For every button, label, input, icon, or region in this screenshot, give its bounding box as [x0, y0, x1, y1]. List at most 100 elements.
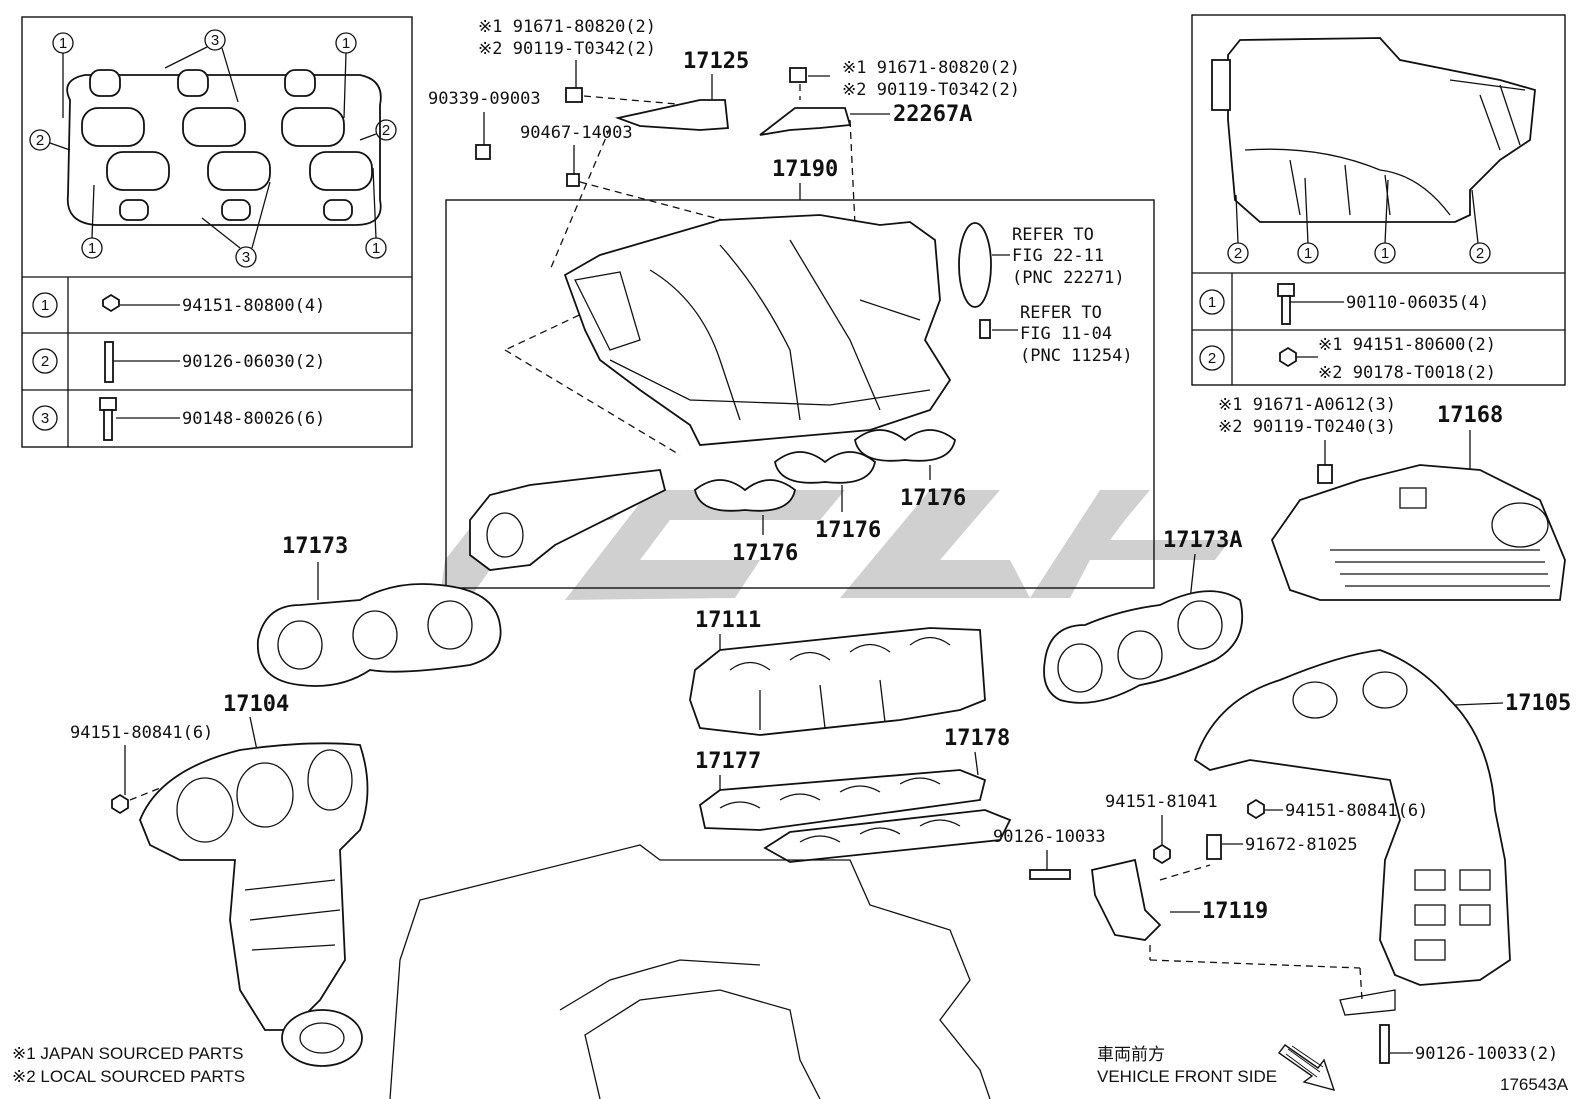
callout-label: 3 [242, 249, 250, 266]
part-number-17173: 17173 [282, 534, 348, 559]
top-hardware: ※1 91671-80820(2) ※2 90119-T0342(2) 1712… [428, 17, 1020, 223]
legend-part-number: ※2 90178-T0018(2) [1318, 363, 1496, 383]
bracket-17119 [1091, 858, 1162, 941]
stud-part-number: 90126-10033(2) [1415, 1044, 1558, 1064]
callout-label: 2 [36, 132, 44, 149]
legend-part-number: 94151-80800(4) [182, 296, 325, 316]
callout-label: 2 [382, 122, 390, 139]
nut-icon [1247, 798, 1265, 820]
refer-note: REFER TO [1012, 225, 1094, 245]
gasket-17176-left [694, 479, 796, 512]
bolt-icon [565, 87, 583, 103]
legend-part-number: 90148-80026(6) [182, 409, 325, 429]
part-number-17111: 17111 [695, 608, 761, 633]
right-inset: 2 1 1 2 1 90110-06035(4) 2 ※1 94151-8060… [1191, 14, 1566, 386]
lower-manifold-group: 17111 [689, 608, 986, 736]
refer-note: (PNC 11254) [1020, 346, 1133, 366]
heat-insulator-group: ※1 91671-A0612(3) ※2 90119-T0240(3) 1716… [1218, 395, 1566, 601]
gasket-17176-mid [774, 451, 876, 484]
part-number-17105: 17105 [1505, 691, 1571, 716]
intake-plenum-17190 [563, 214, 952, 446]
exhaust-manifold-17105 [1193, 649, 1511, 986]
exhaust-gasket-17173A [1043, 590, 1244, 704]
exhaust-manifold-left-group: 17104 94151-80841(6) [70, 692, 369, 1067]
throttle-gasket [958, 222, 992, 308]
intake-plenum-group: 17190 REFER TO FIG 22-11 (PNC 22271) REF… [445, 119, 1155, 589]
part-number-90339: 90339-09003 [428, 89, 541, 109]
gasket-17176-right [854, 429, 956, 462]
legend-key: 1 [1208, 294, 1216, 311]
bolt-part-number: ※1 91671-80820(2) [842, 58, 1020, 78]
callout-label: 1 [59, 35, 67, 52]
callout-label: 1 [372, 240, 380, 257]
intake-runner-insert [469, 469, 667, 571]
left-inset-frame [21, 16, 413, 448]
bolt-icon [1277, 283, 1295, 297]
lower-manifold-top-view [66, 69, 382, 226]
note-local-sourced: ※2 LOCAL SOURCED PARTS [12, 1067, 245, 1086]
part-number-22267A: 22267A [893, 102, 972, 127]
gaskets-17177-17178: 17177 17178 [695, 726, 1012, 863]
callout-label: 3 [211, 32, 219, 49]
legend-key: 2 [1208, 350, 1216, 367]
part-number-17173A: 17173A [1163, 528, 1242, 553]
part-number-17104: 17104 [223, 692, 289, 717]
bracket-17125 [614, 99, 729, 131]
part-number-17176: 17176 [815, 518, 881, 543]
gasket-17173A-group: 17173A [1043, 528, 1244, 704]
part-number-17176: 17176 [900, 486, 966, 511]
bolt-icon [789, 67, 807, 83]
left-inset: 1 3 1 2 2 1 3 1 [21, 16, 413, 448]
legend-key: 3 [41, 410, 49, 427]
note-japan-sourced: ※1 JAPAN SOURCED PARTS [12, 1044, 244, 1063]
figure-number: 176543A [1500, 1075, 1569, 1094]
intake-manifold-17111 [689, 627, 986, 736]
refer-note: (PNC 22271) [1012, 268, 1125, 288]
bolt-icon [1317, 464, 1333, 484]
refer-note: FIG 11-04 [1020, 324, 1112, 344]
part-number-17178: 17178 [944, 726, 1010, 751]
stud-part-number: 90126-10033 [993, 827, 1106, 847]
right-inset-frame [1191, 14, 1566, 386]
nut-icon [111, 793, 129, 815]
front-arrow-icon [1278, 1044, 1336, 1092]
vehicle-front-en: VEHICLE FRONT SIDE [1097, 1067, 1277, 1086]
bolt-part-number: ※1 91671-80820(2) [478, 17, 656, 37]
vehicle-front-jp: 車両前方 [1097, 1045, 1165, 1064]
nut-icon [1153, 843, 1171, 865]
bracket-22267A [759, 107, 852, 136]
part-number-17176: 17176 [732, 541, 798, 566]
callout-label: 1 [88, 240, 96, 257]
main-box [445, 199, 1155, 589]
plug-icon [475, 144, 491, 160]
heat-insulator-17168 [1270, 464, 1566, 601]
legend-key: 1 [41, 297, 49, 314]
bolt-icon [99, 397, 117, 411]
bolt-part-number: ※2 90119-T0240(3) [1218, 417, 1396, 437]
callout-label: 1 [1381, 245, 1389, 262]
legend-key: 2 [41, 353, 49, 370]
gasket-17173-group: 17173 [257, 534, 502, 687]
gasket-17178 [763, 809, 1012, 863]
clip-icon [566, 173, 580, 187]
bolt-part-number: ※2 90119-T0342(2) [478, 39, 656, 59]
intake-plenum-side-view [1211, 37, 1536, 223]
exhaust-gasket-17173 [257, 583, 502, 687]
part-number-17168: 17168 [1437, 403, 1503, 428]
sensor-icon [979, 319, 991, 339]
stud-icon [1379, 1024, 1390, 1064]
bolt-part-number: ※2 90119-T0342(2) [842, 80, 1020, 100]
bolt-icon [1206, 834, 1222, 860]
callout-label: 1 [342, 35, 350, 52]
legend-part-number: ※1 94151-80600(2) [1318, 335, 1496, 355]
part-number-17177: 17177 [695, 749, 761, 774]
exhaust-manifold-17104 [139, 742, 369, 1031]
flange [281, 1009, 363, 1067]
nut-icon [1279, 346, 1297, 368]
part-number-17119: 17119 [1202, 899, 1268, 924]
gasket-17177 [698, 769, 987, 831]
refer-note: FIG 22-11 [1012, 246, 1104, 266]
nut-icon [102, 293, 120, 313]
stud-icon [104, 341, 114, 383]
